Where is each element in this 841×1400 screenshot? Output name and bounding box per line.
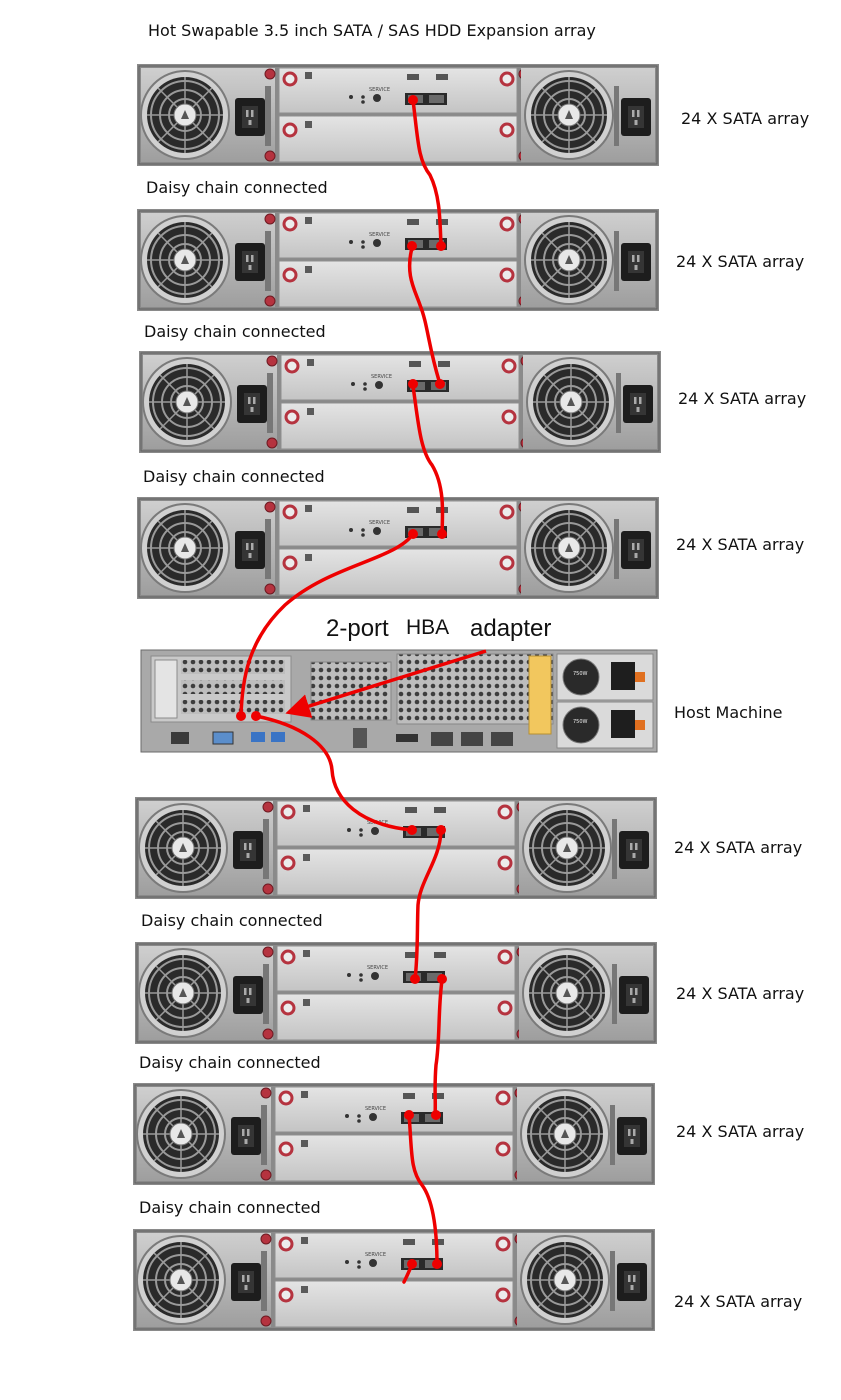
array-unit-8 <box>133 1229 655 1331</box>
array-unit-2 <box>137 209 659 311</box>
array-label-8: 24 X SATA array <box>674 1292 802 1311</box>
cable-array3-array4 <box>411 384 445 535</box>
cable-array7-array8 <box>407 1113 439 1267</box>
hba-label-2port: 2-port <box>326 615 389 642</box>
host-label: Host Machine <box>674 703 783 722</box>
array-label-3: 24 X SATA array <box>678 389 806 408</box>
cable-connectors <box>236 95 447 1269</box>
hba-pointer-arrow <box>285 649 487 718</box>
array-unit-7 <box>133 1083 655 1185</box>
daisy-label-4: Daisy chain connected <box>141 911 323 930</box>
array-unit-5 <box>135 797 657 899</box>
daisy-label-1: Daisy chain connected <box>146 178 328 197</box>
host-server <box>140 649 658 753</box>
array-label-4: 24 X SATA array <box>676 535 804 554</box>
cable-array4-host <box>239 532 415 718</box>
array-unit-6 <box>135 942 657 1044</box>
cable-array6-array7 <box>433 978 444 1117</box>
daisy-label-6: Daisy chain connected <box>139 1198 321 1217</box>
cable-array2-array3 <box>407 246 442 386</box>
array-label-7: 24 X SATA array <box>676 1122 804 1141</box>
cable-array1-array2 <box>411 98 443 248</box>
hba-label-adapter: adapter <box>470 615 551 642</box>
cable-array5-array6 <box>413 829 443 981</box>
hba-label-hba: HBA <box>406 616 449 639</box>
cable-host-array5 <box>254 714 414 832</box>
daisy-label-2: Daisy chain connected <box>144 322 326 341</box>
diagram-title: Hot Swapable 3.5 inch SATA / SAS HDD Exp… <box>148 21 596 40</box>
daisy-label-3: Daisy chain connected <box>143 467 325 486</box>
array-label-5: 24 X SATA array <box>674 838 802 857</box>
array-unit-3 <box>139 351 661 453</box>
array-label-2: 24 X SATA array <box>676 252 804 271</box>
array-label-6: 24 X SATA array <box>676 984 804 1003</box>
array-unit-1 <box>137 64 659 166</box>
daisy-label-5: Daisy chain connected <box>139 1053 321 1072</box>
sas-cables <box>239 98 445 1284</box>
array-label-1: 24 X SATA array <box>681 109 809 128</box>
